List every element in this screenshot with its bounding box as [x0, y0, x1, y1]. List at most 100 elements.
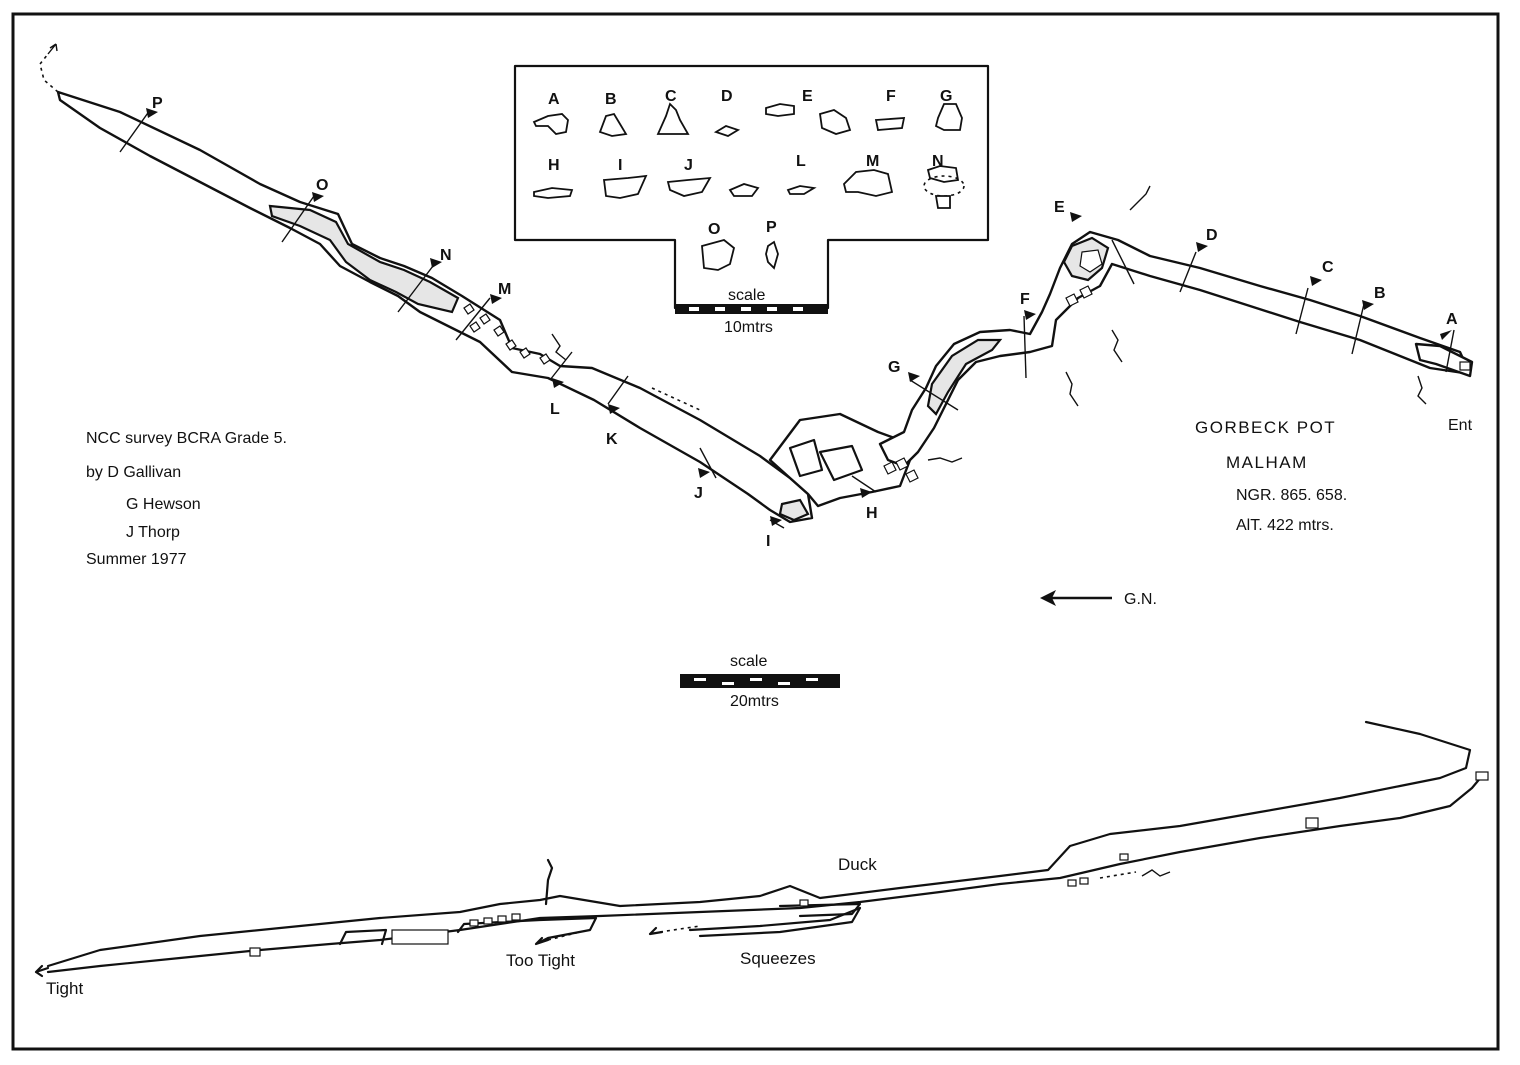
section-label-m: M	[866, 153, 879, 170]
elevation-boulders	[249, 771, 1489, 957]
plan-junction-loop-2	[818, 444, 864, 482]
survey-date: Summer 1977	[86, 551, 187, 568]
section-label-f: F	[886, 88, 896, 105]
plan-scale-bar	[680, 674, 840, 688]
plan-inlet-6	[551, 333, 567, 361]
plan-inlet-4	[927, 457, 963, 463]
inset-scale-value: 10mtrs	[724, 319, 773, 336]
section-shape-k	[728, 183, 760, 197]
elevation-view	[34, 720, 1489, 978]
north-arrow-icon	[1040, 590, 1112, 606]
plan-station-o: O	[316, 177, 328, 194]
plan-sediment-g	[926, 338, 1003, 416]
section-shape-p	[765, 240, 779, 270]
elevation-too-tight-dash	[547, 931, 581, 941]
section-shape-m	[843, 169, 894, 197]
elevation-tight-arrow	[34, 964, 50, 978]
plan-outlet-west	[39, 53, 59, 93]
plan-station-a: A	[1446, 311, 1458, 328]
plan-station-p: P	[152, 95, 163, 112]
section-label-j: J	[684, 157, 693, 174]
elevation-label-tight: Tight	[46, 979, 83, 998]
section-label-l: L	[796, 153, 806, 170]
surveyor-1: by D Gallivan	[86, 464, 181, 481]
plan-entrance-shaft	[1414, 342, 1474, 378]
plan-entrance-box	[1459, 361, 1471, 371]
elevation-lower-loop-1	[338, 928, 388, 946]
plan-station-l: L	[550, 401, 560, 418]
section-label-d: D	[721, 88, 733, 105]
section-label-i: I	[618, 157, 622, 174]
elevation-squeezes-arrow	[648, 926, 664, 936]
plan-station-k: K	[606, 431, 618, 448]
plan-inlet-1	[1129, 185, 1151, 211]
plan-station-g: G	[888, 359, 900, 376]
plan-boulders-h	[883, 285, 1093, 483]
section-shape-l	[786, 185, 817, 195]
plan-island-e	[1079, 249, 1103, 273]
plan-junction-loop	[788, 438, 824, 478]
elevation-pitch	[544, 858, 554, 906]
section-shape-a	[532, 113, 569, 135]
section-shape-f	[874, 117, 906, 131]
elevation-squeezes-branch	[688, 906, 862, 938]
map-border	[11, 12, 1500, 1051]
elevation-duck-loop	[778, 902, 862, 918]
plan-station-h: H	[866, 505, 878, 522]
elevation-inlet-dash	[1099, 871, 1137, 879]
plan-station-b: B	[1374, 285, 1386, 302]
elevation-lower-loop-2	[456, 916, 598, 944]
cave-name: GORBECK POT	[1195, 418, 1336, 437]
section-shape-j	[666, 176, 712, 197]
elevation-floor	[46, 774, 1484, 974]
grid-reference: NGR. 865. 658.	[1236, 487, 1347, 504]
entrance-label: Ent	[1448, 417, 1473, 434]
elevation-label-squeezes: Squeezes	[740, 949, 816, 968]
elevation-inlet-right	[1141, 869, 1171, 877]
section-shape-b	[598, 112, 628, 137]
plan-scale-value: 20mtrs	[730, 693, 779, 710]
elevation-label-too-tight: Too Tight	[506, 951, 575, 970]
surveyor-2: G Hewson	[126, 496, 201, 513]
elevation-roof	[46, 720, 1472, 968]
section-shape-f-inset	[818, 109, 852, 135]
elevation-too-tight-arrow	[534, 936, 550, 946]
section-label-a: A	[548, 91, 560, 108]
section-label-b: B	[605, 91, 617, 108]
section-label-c: C	[665, 88, 677, 105]
plan-outlet-arrow	[47, 43, 58, 55]
plan-view: A B C D E F G H I J K L M N O P	[39, 43, 1474, 550]
cave-location: MALHAM	[1226, 453, 1308, 472]
section-label-o: O	[708, 221, 720, 238]
section-shape-i	[602, 174, 648, 199]
section-shape-h	[533, 187, 574, 199]
section-shape-n-top	[926, 165, 960, 183]
plan-boulders-m	[463, 303, 551, 365]
plan-station-markers	[119, 108, 1455, 529]
plan-station-m: M	[498, 281, 511, 298]
section-shape-d	[713, 125, 741, 137]
plan-station-i: I	[766, 533, 770, 550]
plan-inlet-3	[1065, 371, 1079, 407]
plan-inlet-5	[1417, 375, 1427, 405]
plan-sediment-o-n	[268, 204, 460, 314]
plan-dash-k	[651, 387, 701, 411]
section-shape-e	[765, 103, 795, 117]
plan-station-j: J	[694, 485, 703, 502]
elevation-label-duck: Duck	[838, 855, 877, 874]
section-label-h: H	[548, 157, 560, 174]
plan-sediment-i	[778, 498, 810, 522]
section-shape-c	[656, 102, 690, 135]
inset-scale-label: scale	[728, 287, 765, 304]
inset-scale-bar	[675, 304, 828, 314]
section-shape-g	[934, 103, 963, 131]
plan-station-e: E	[1054, 199, 1065, 216]
section-label-e: E	[802, 88, 813, 105]
plan-inlet-2	[1111, 329, 1123, 363]
section-shape-n-bottom	[934, 195, 951, 209]
elevation-chamber-1	[391, 929, 449, 945]
survey-grade: NCC survey BCRA Grade 5.	[86, 430, 287, 447]
plan-station-f: F	[1020, 291, 1030, 308]
section-label-p: P	[766, 219, 777, 236]
